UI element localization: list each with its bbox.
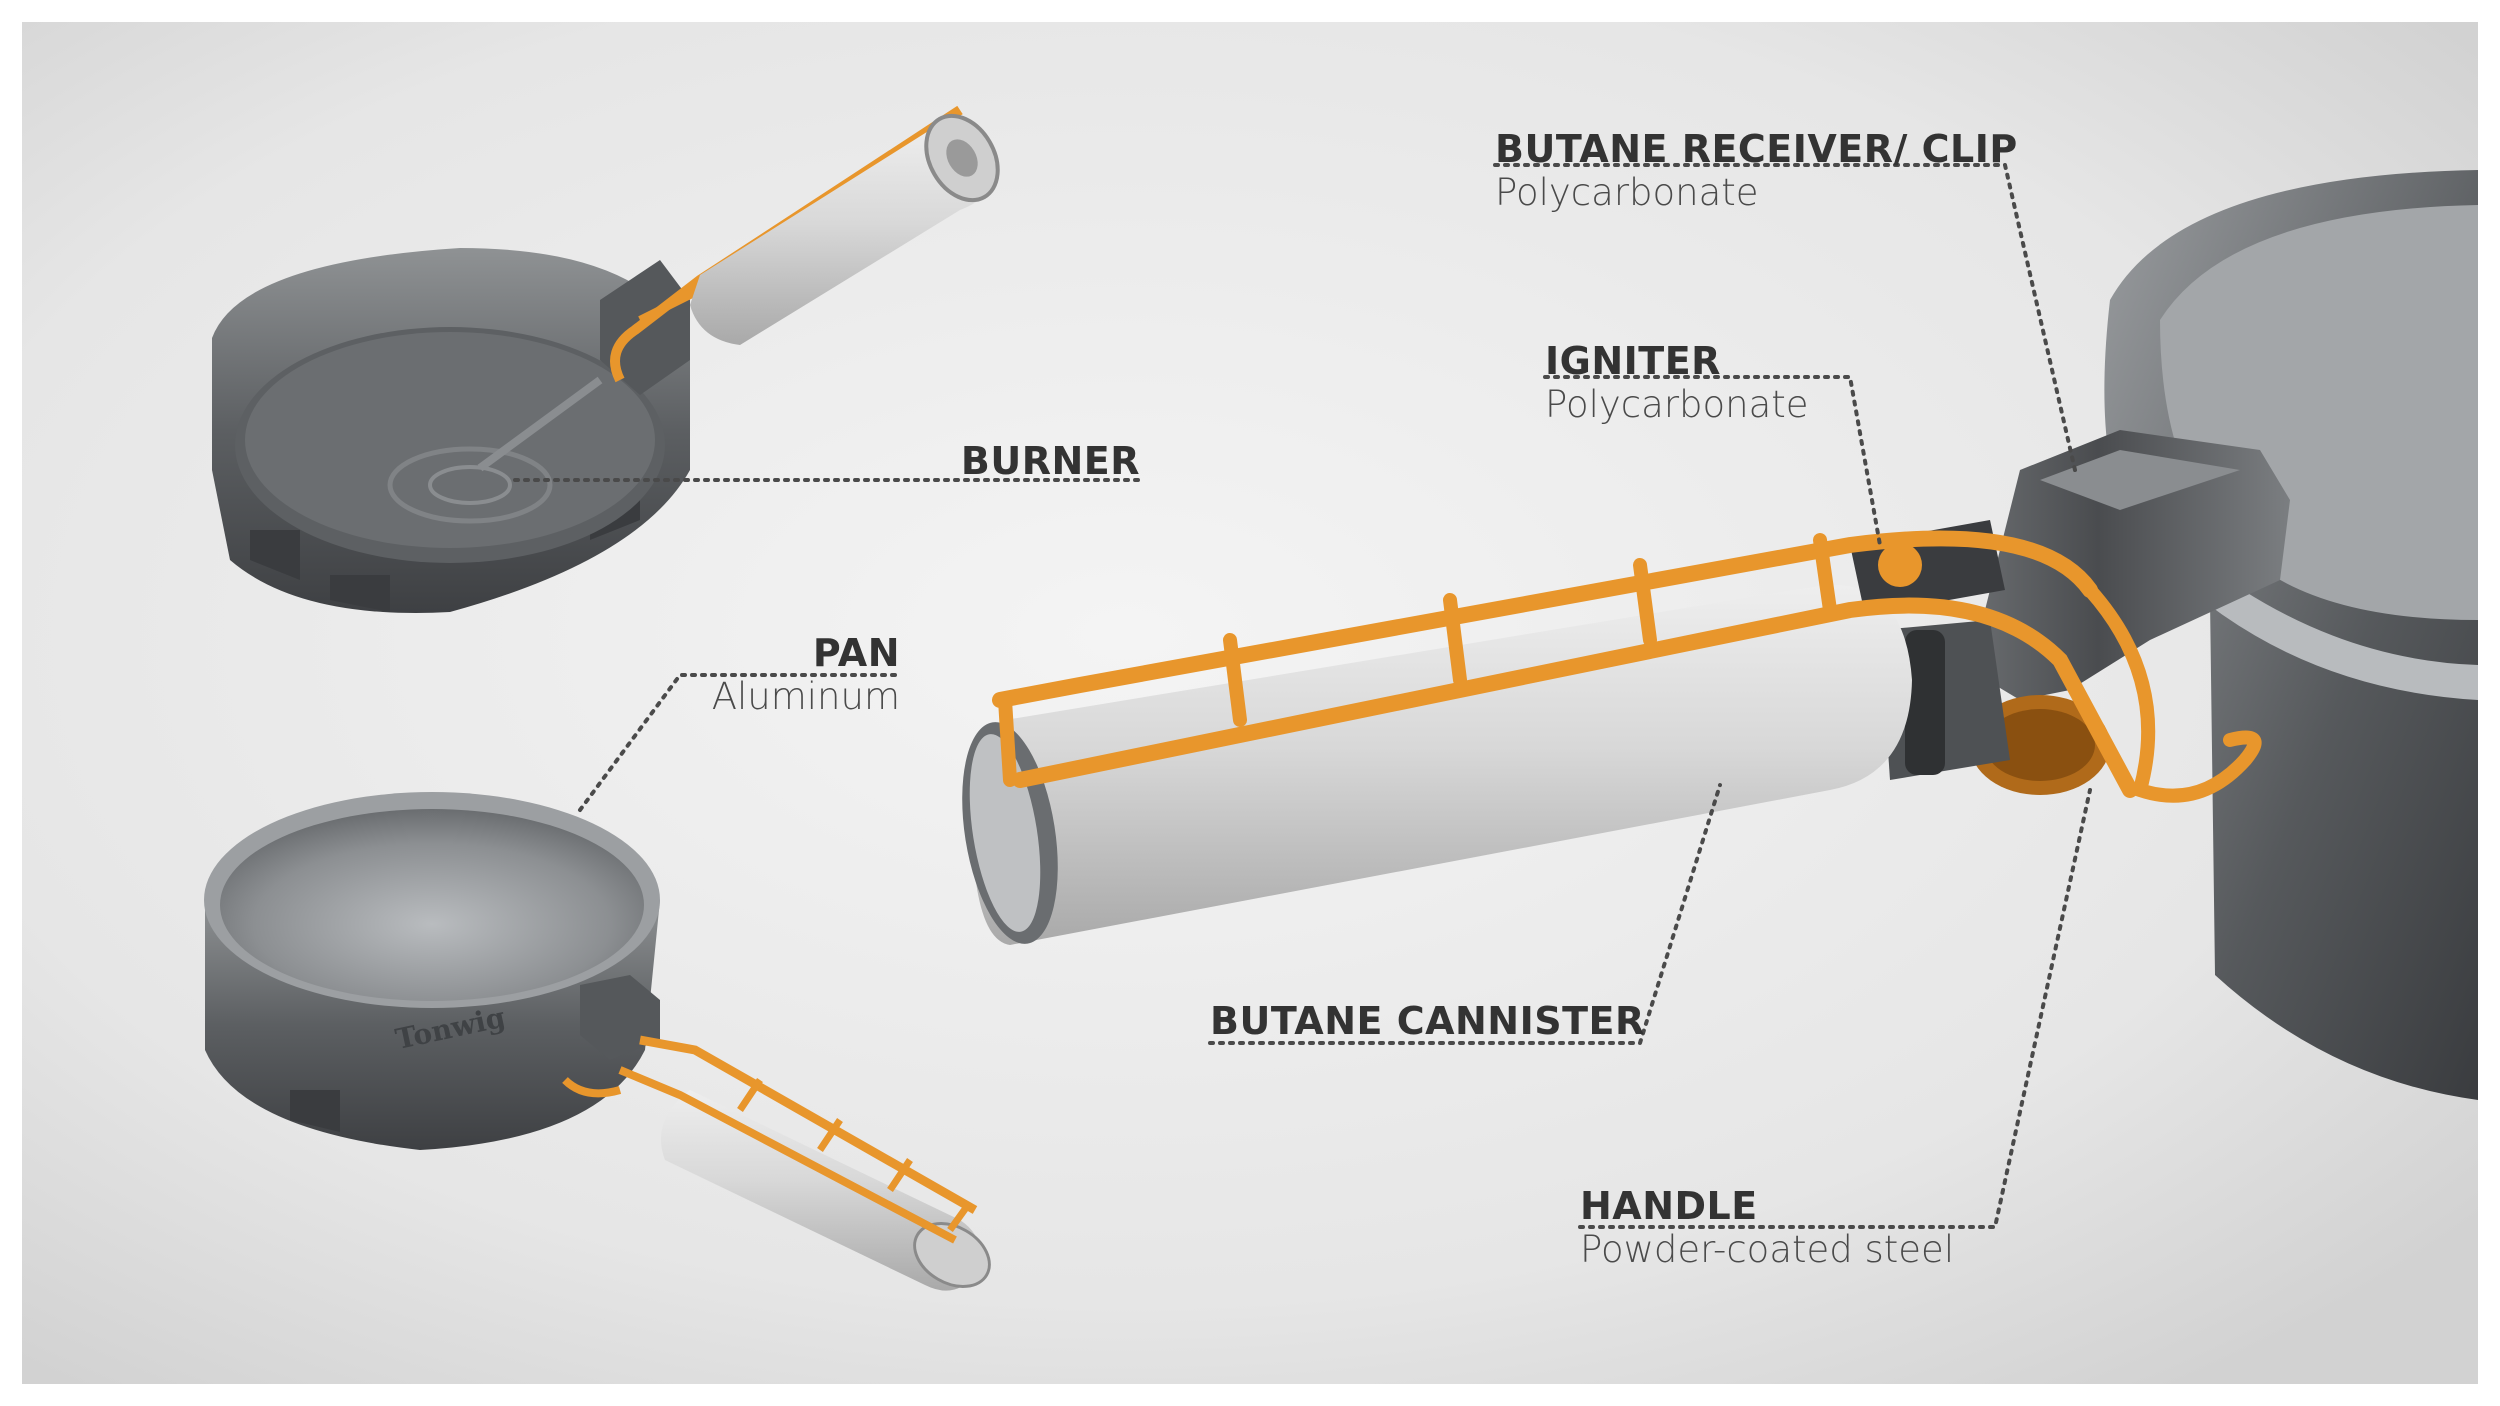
pan-material: Aluminum xyxy=(711,675,900,718)
cannister-label: BUTANE CANNISTER xyxy=(1210,999,1645,1043)
leader-pan xyxy=(578,673,902,812)
leader-cannister xyxy=(1208,783,1722,1045)
burner-label: BURNER xyxy=(960,439,1140,483)
callout-burner: BURNER xyxy=(880,442,1140,480)
callout-cannister: BUTANE CANNISTER xyxy=(1210,1002,1645,1040)
callout-pan: PAN Aluminum xyxy=(640,634,900,715)
callout-receiver-clip: BUTANE RECEIVER/ CLIP Polycarbonate xyxy=(1495,130,2018,211)
handle-label: HANDLE xyxy=(1580,1184,1758,1228)
callout-igniter: IGNITER Polycarbonate xyxy=(1545,342,1809,423)
pan-interior xyxy=(220,809,644,1001)
leader-lines xyxy=(513,163,2092,1229)
burner-center-ring xyxy=(387,446,553,524)
leader-receiver xyxy=(1493,163,2077,472)
leader-igniter xyxy=(1543,375,1882,547)
butane-cannister xyxy=(972,584,1912,945)
butane-receiver-clip xyxy=(1970,430,2290,700)
orange-handle-frame xyxy=(992,530,2262,803)
callout-handle: HANDLE Powder-coated steel xyxy=(1580,1187,1954,1268)
pan-label: PAN xyxy=(812,631,900,675)
igniter-material: Polycarbonate xyxy=(1545,383,1809,426)
receiver-clip-material: Polycarbonate xyxy=(1495,171,1759,214)
handle-detail-view xyxy=(962,170,2478,1100)
pan-assembly-view: Tonwig xyxy=(204,792,991,1291)
igniter-label: IGNITER xyxy=(1545,339,1721,383)
handle-material: Powder-coated steel xyxy=(1580,1228,1955,1271)
receiver-clip-label: BUTANE RECEIVER/ CLIP xyxy=(1495,127,2018,171)
burner-assembly-view xyxy=(212,105,1000,613)
leader-handle xyxy=(1578,788,2092,1229)
